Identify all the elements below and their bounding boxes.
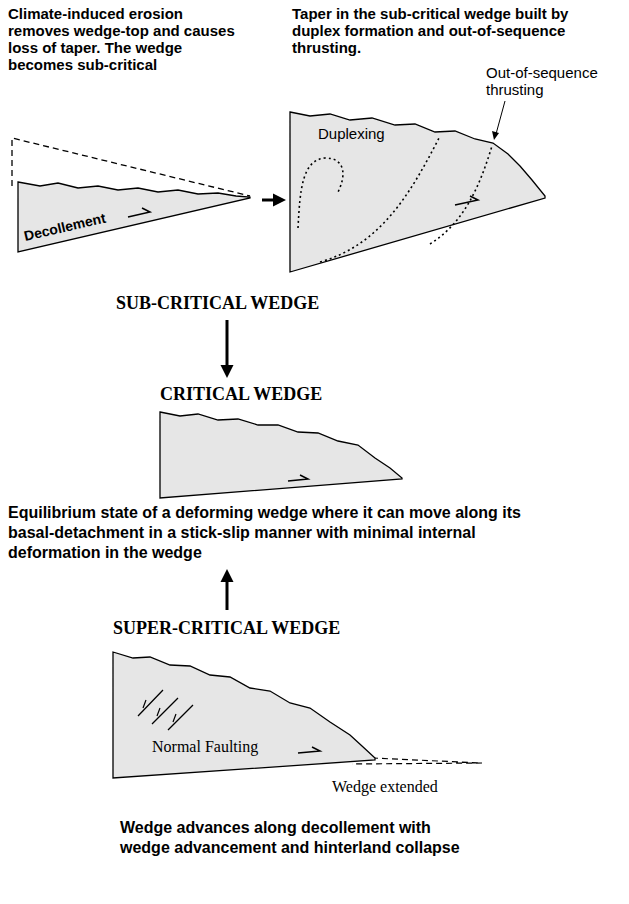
panel-note: Taper in the sub-critical wedge built by… [292, 5, 617, 56]
stage-heading: SUB-CRITICAL WEDGE [114, 290, 339, 318]
fault-label: Normal Faulting [152, 738, 258, 756]
slip-arrow [455, 196, 478, 205]
duplex-label: Duplexing [318, 125, 385, 142]
leader-line [496, 101, 505, 134]
wedge-shape [160, 412, 402, 498]
arrow-head [221, 569, 234, 582]
panel-note: Climate-induced erosion removes wedge-to… [8, 5, 243, 73]
flow-arrow [221, 320, 234, 378]
wedge-shape [113, 652, 375, 778]
extension-label: Wedge extended [332, 778, 438, 796]
thrust-trace [320, 136, 440, 262]
decollement-label: Decollement [22, 210, 107, 244]
flow-arrow [262, 194, 286, 207]
stage-title: SUPER-CRITICAL WEDGE [113, 617, 340, 639]
duplex-trace [298, 158, 343, 228]
arrow-shaft [226, 320, 229, 367]
wedge-panel: SUPER-CRITICAL WEDGE Normal FaultingWedge… [108, 612, 488, 868]
slip-arrow [288, 475, 308, 481]
fault-slip-tick [143, 700, 176, 722]
slip-arrow [128, 208, 150, 217]
slip-arrow [298, 747, 320, 753]
thrust-trace [430, 146, 492, 244]
thrust-label: Out-of-sequence thrusting [486, 64, 598, 98]
arrow-shaft [226, 580, 229, 610]
stage-title: CRITICAL WEDGE [160, 383, 322, 405]
panel-note: Equilibrium state of a deforming wedge w… [8, 503, 530, 563]
arrow-head [273, 194, 286, 207]
wedge-panel: CRITICAL WEDGE Equilibrium state of a def… [4, 380, 534, 567]
wedge-shape [290, 112, 545, 272]
wedge-panel: Climate-induced erosion removes wedge-to… [5, 4, 260, 256]
normal-fault [138, 690, 193, 730]
panel-note: Wedge advances along decollement with we… [120, 818, 460, 858]
leader-head [492, 131, 499, 140]
wedge-panel: Taper in the sub-critical wedge built by… [288, 4, 624, 276]
flow-arrow [221, 569, 234, 610]
stage-title: SUB-CRITICAL WEDGE [116, 292, 319, 314]
wedge-shape [18, 182, 250, 252]
arrow-head [221, 365, 234, 378]
